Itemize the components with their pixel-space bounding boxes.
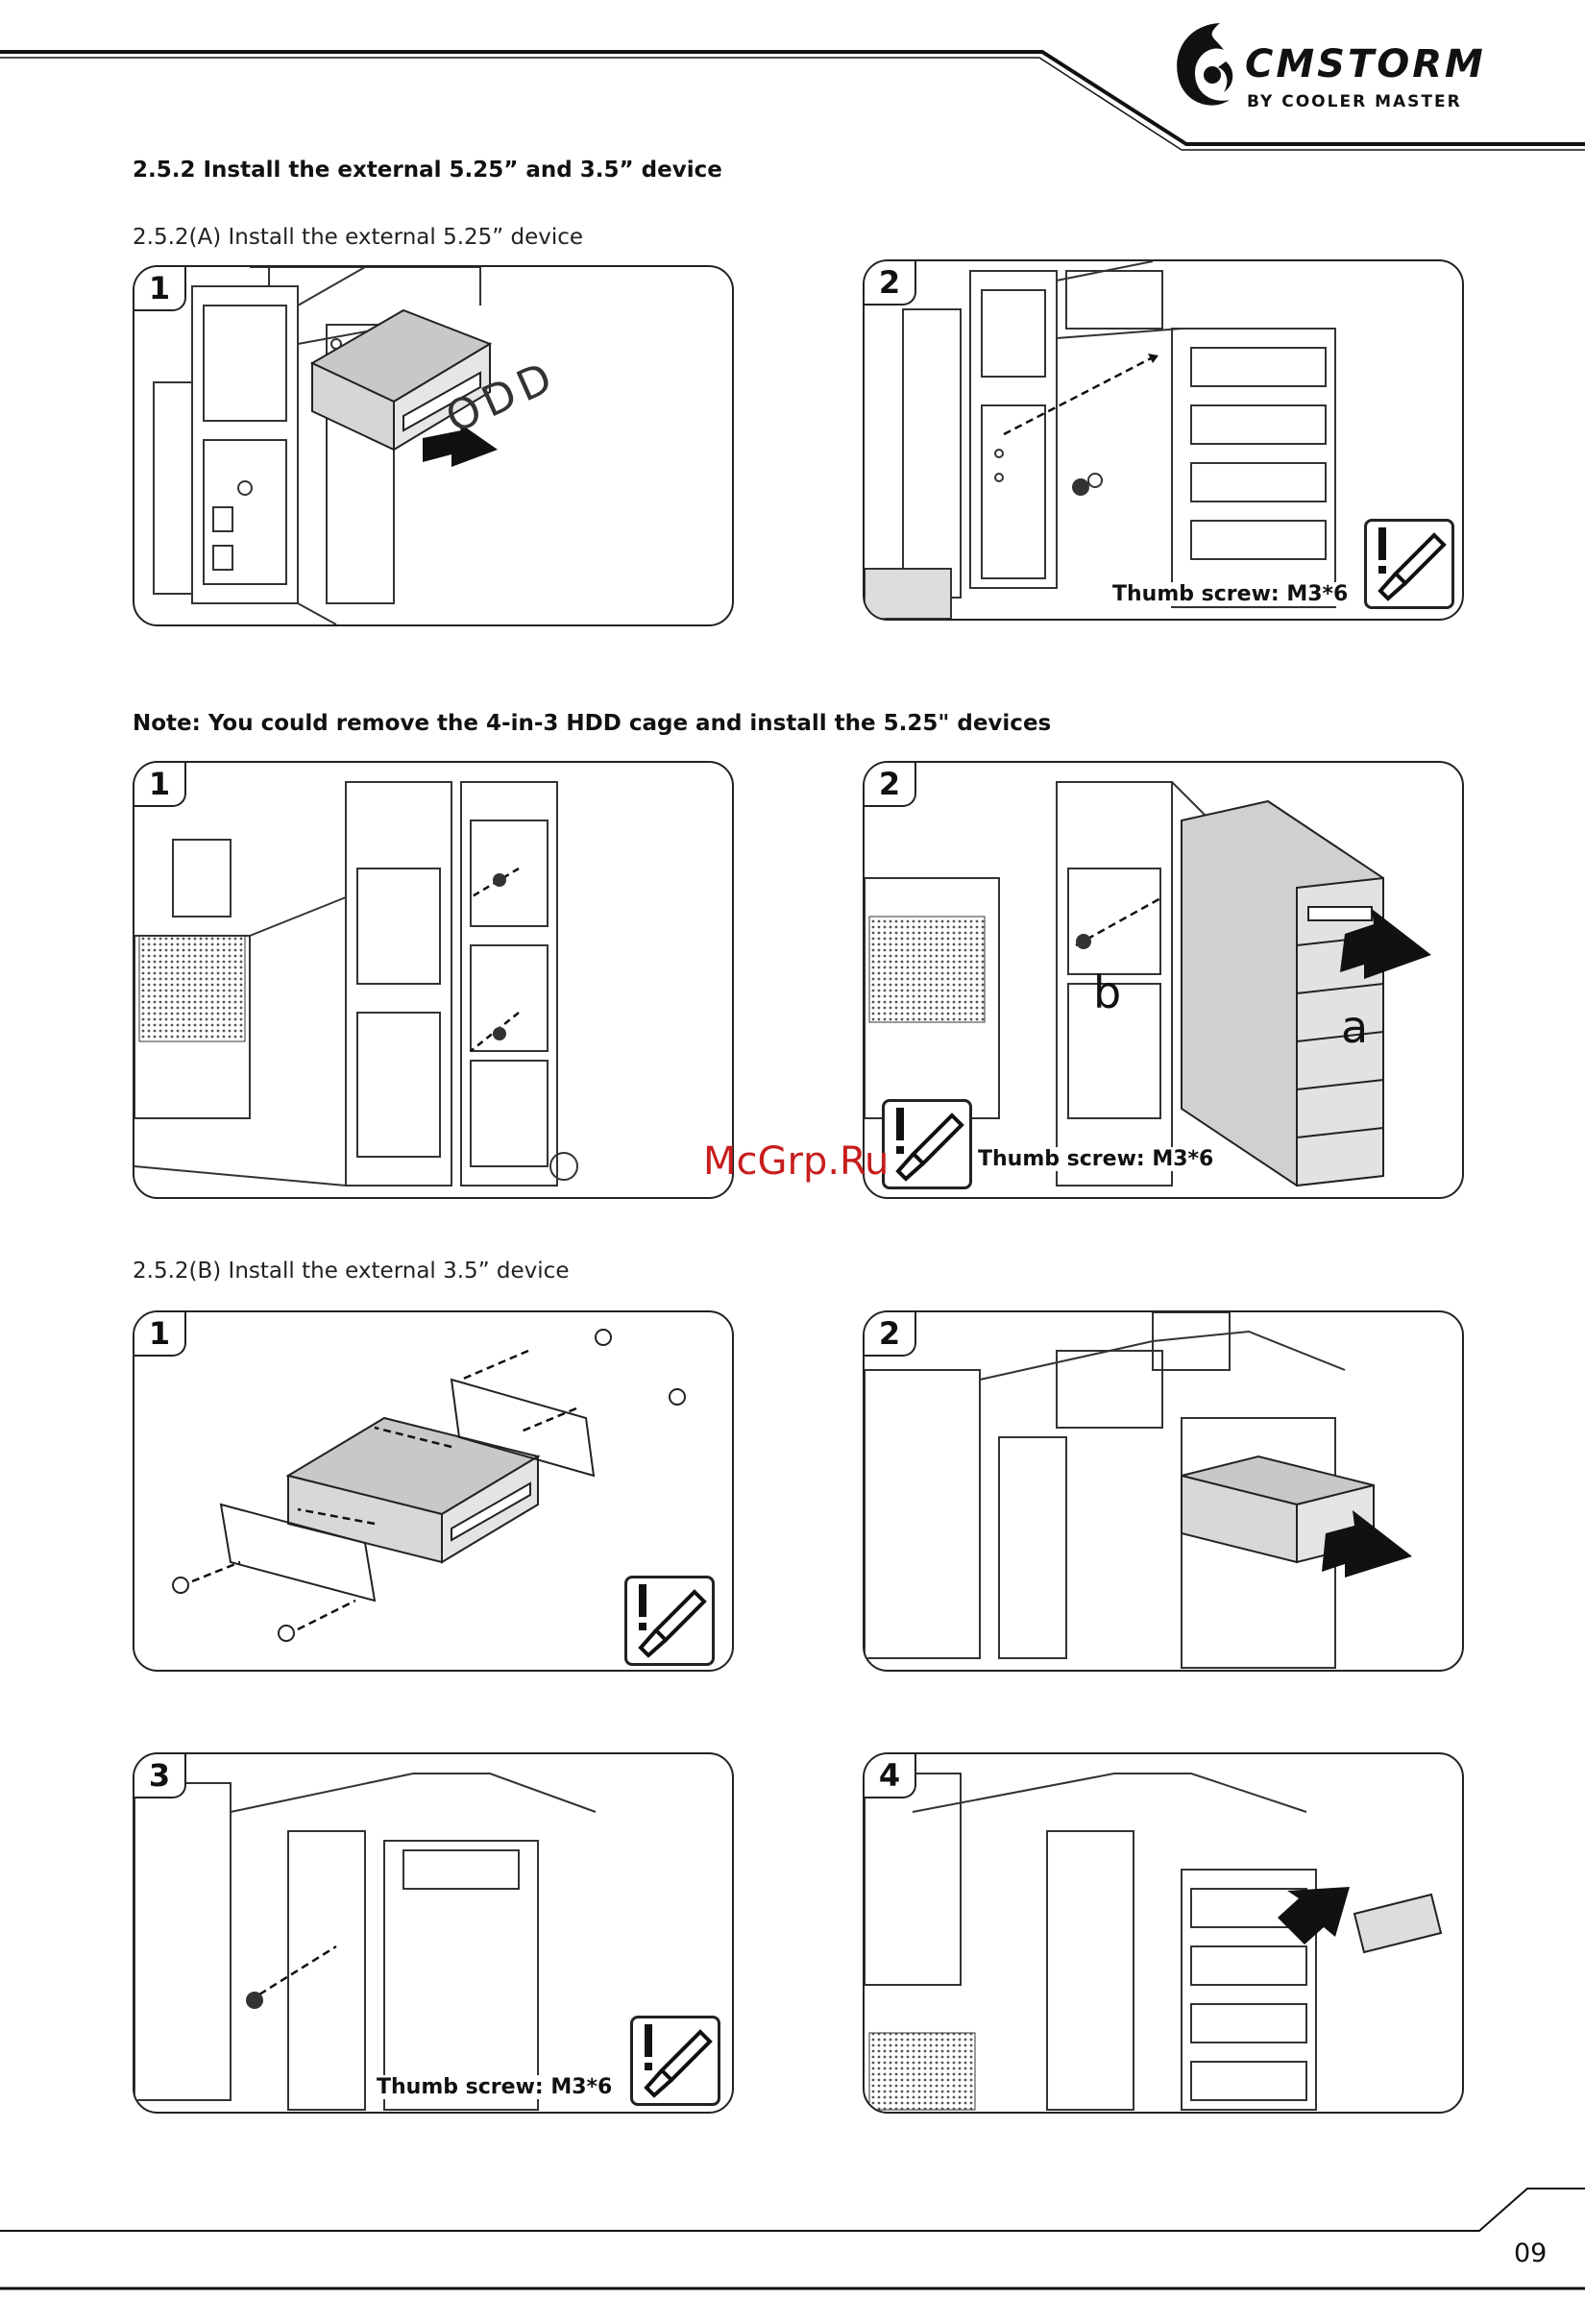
drive-cage [1181,799,1384,1187]
subsection-b-heading: 2.5.2(B) Install the external 3.5” devic… [133,1259,570,1284]
tool-warning-icon [1364,519,1454,609]
step-number: 1 [134,267,186,311]
screw-icon [278,1625,295,1642]
bezel-cover [1353,1893,1443,1954]
case-illustration [153,267,498,624]
screw-icon [669,1388,686,1406]
figure-b2: 2 [863,1310,1464,1672]
bracket-illustration [172,1329,686,1642]
case-illustration [865,261,1336,619]
step-number: 3 [134,1754,186,1798]
step-number: 1 [134,1312,186,1357]
tool-warning-icon [624,1576,715,1666]
arrow-icon [1148,354,1158,363]
tool-warning-icon [630,2016,720,2106]
brand-tagline: BY COOLER MASTER [1247,92,1462,111]
figure-b1: 1 [133,1310,734,1672]
case-illustration [865,1773,1443,2111]
arrow-icon [1322,1510,1412,1578]
case-illustration [134,781,578,1186]
arrow-icon [423,421,498,467]
label-b: b [1093,966,1122,1018]
brand-name: CMSTORM [1245,42,1486,86]
arrow-icon [1340,909,1431,979]
screw-icon [595,1329,612,1346]
screw-icon [493,1027,506,1040]
step-number: 1 [134,763,186,807]
step-number: 2 [865,1312,916,1357]
brand-logo: CMSTORM BY COOLER MASTER [1162,15,1537,121]
watermark: McGrp.Ru [703,1139,890,1184]
figure-n1: 1 [133,761,734,1199]
subsection-a-heading: 2.5.2(A) Install the external 5.25” devi… [133,225,584,250]
screw-icon [1076,934,1091,949]
figure-b4: 4 [863,1752,1464,2114]
section-heading: 2.5.2 Install the external 5.25” and 3.5… [133,158,722,183]
arrow-icon [1278,1887,1350,1945]
storm-swirl-icon [1177,23,1233,106]
screw-icon [172,1577,189,1594]
page-number: 09 [1514,2238,1548,2268]
tool-warning-icon [882,1099,972,1189]
step-number: 4 [865,1754,916,1798]
screw-icon [246,1992,263,2009]
figure-a1: ODD 1 [133,265,734,626]
thumb-screw-caption: Thumb screw: M3*6 [976,1147,1216,1171]
case-illustration [865,1312,1412,1669]
step-number: 2 [865,763,916,807]
figure-n2: b a Thumb screw: M3*6 2 [863,761,1464,1199]
note-text: Note: You could remove the 4-in-3 HDD ca… [133,711,1052,736]
figure-b3: Thumb screw: M3*6 3 [133,1752,734,2114]
thumb-screw-caption: Thumb screw: M3*6 [375,2075,615,2099]
screw-icon [493,873,506,887]
odd-drive [309,308,493,452]
figure-a2: Thumb screw: M3*6 2 [863,259,1464,621]
screw-icon [1072,478,1089,496]
case-illustration [865,781,1431,1187]
step-number: 2 [865,261,916,306]
thumb-screw-caption: Thumb screw: M3*6 [1110,582,1351,606]
case-illustration [134,1773,597,2111]
label-a: a [1341,1001,1369,1053]
